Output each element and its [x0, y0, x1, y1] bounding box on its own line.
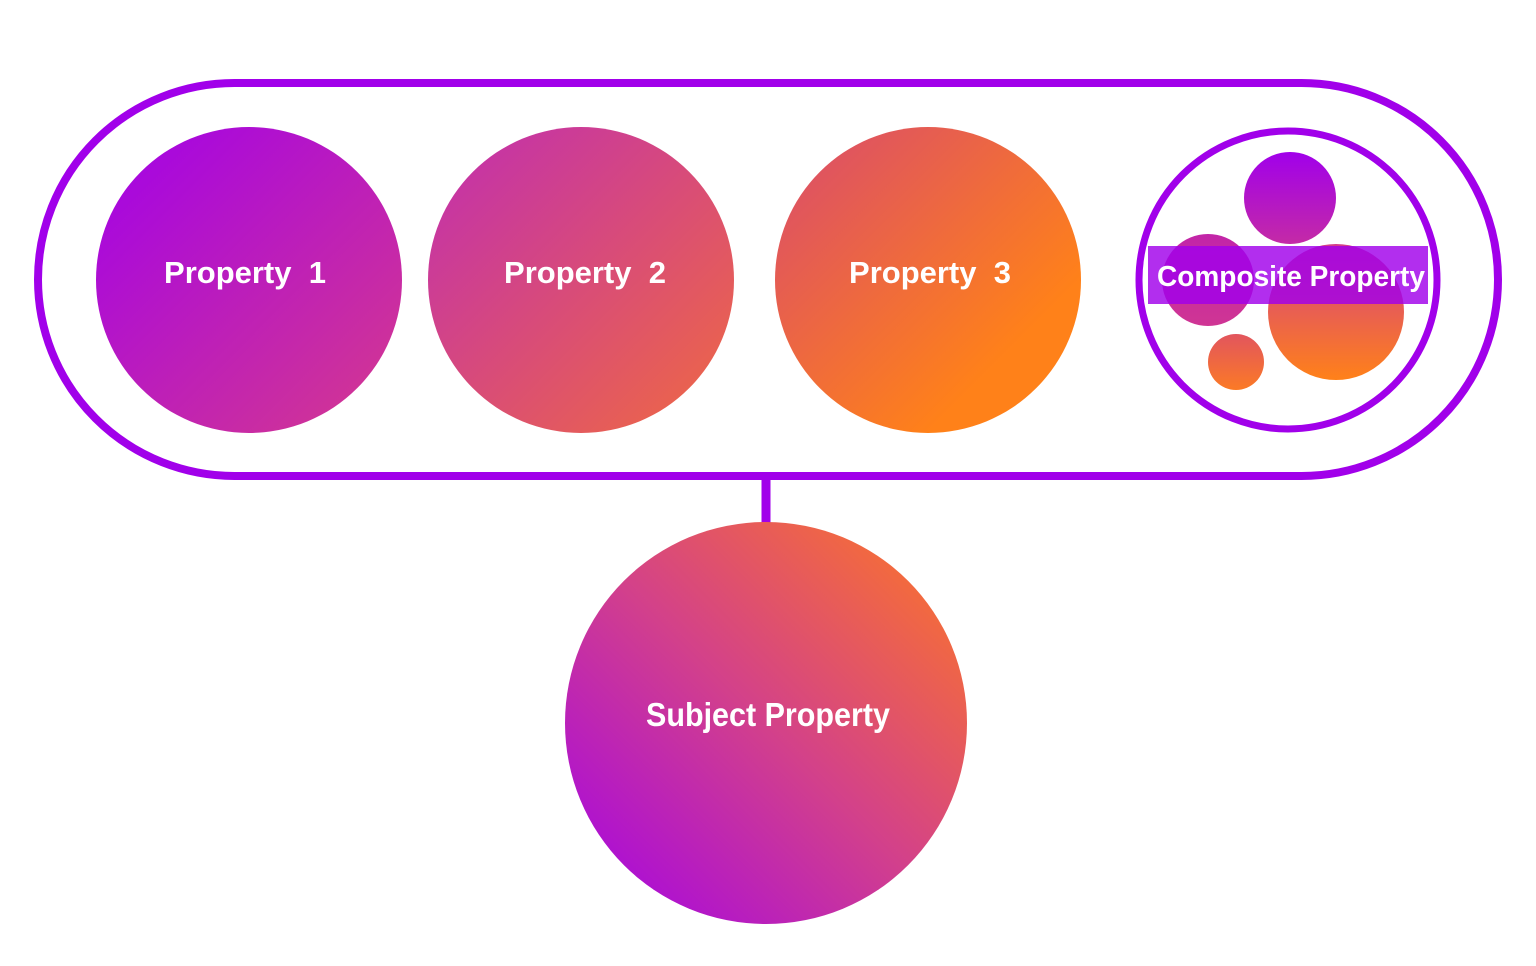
composite-sub-circle [1244, 152, 1336, 244]
property-1-node: Property 1 [96, 127, 402, 433]
property-2-label: Property 2 [504, 255, 666, 290]
composite-label-band [1148, 246, 1428, 304]
comparable-group-container [34, 79, 1502, 480]
composite-sub-circle [1208, 334, 1264, 390]
composite-property-label: Composite Property [1157, 261, 1425, 293]
property-3-node: Property 3 [775, 127, 1081, 433]
composite-property-node: Composite Property [1135, 127, 1441, 433]
subject-property-label: Subject Property [646, 696, 891, 733]
property-3-label: Property 3 [849, 255, 1011, 290]
subject-property-node: Subject Property [565, 522, 967, 924]
property-1-label: Property 1 [164, 255, 326, 290]
property-2-node: Property 2 [428, 127, 734, 433]
